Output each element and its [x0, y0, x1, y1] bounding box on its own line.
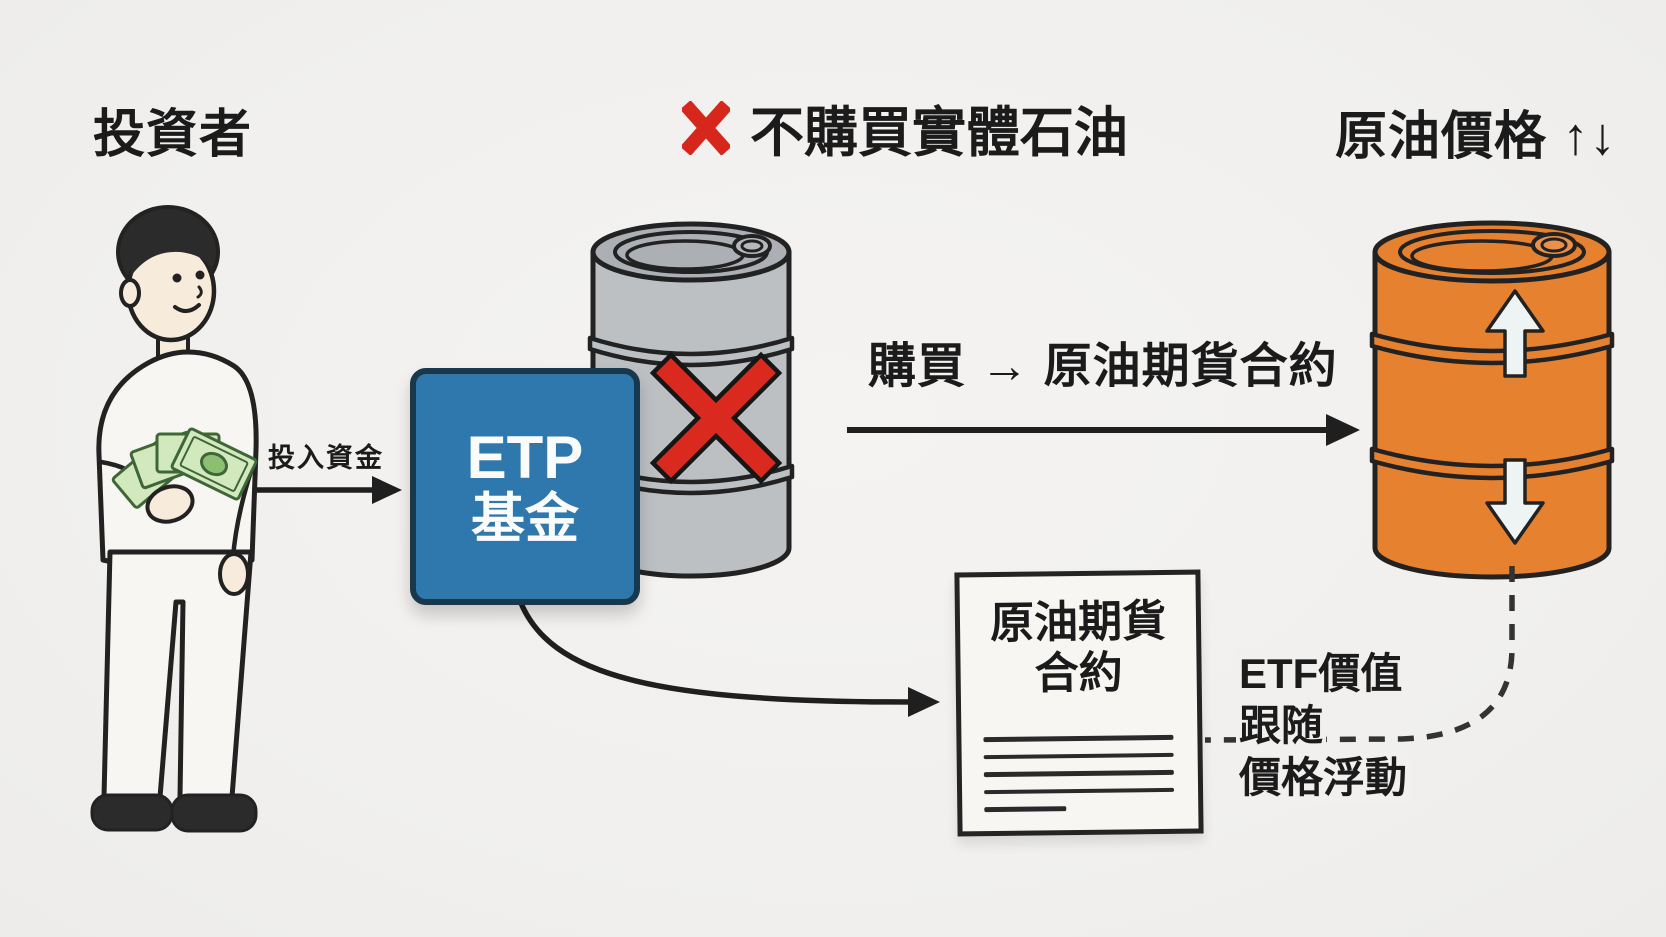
etf-note-line1: ETF價值	[1236, 648, 1406, 700]
invest-arrow	[257, 476, 402, 504]
contract-title-line2: 合約	[1034, 648, 1123, 699]
futures-contract-document: 原油期貨 合約	[954, 569, 1204, 837]
red-x-icon	[682, 100, 730, 155]
no-physical-oil-label: 不購買實體石油	[750, 103, 1128, 163]
etf-follows-price-note: ETF價值 跟随 價格浮動	[1236, 648, 1411, 804]
investor-illustration	[90, 205, 259, 833]
contract-line	[983, 769, 1174, 777]
contract-text-lines	[983, 734, 1175, 825]
etp-fund-line1: ETP	[466, 423, 584, 491]
buy-futures-label: 購買 → 原油期貨合約	[868, 340, 1338, 393]
contract-title-line1: 原油期貨	[989, 596, 1167, 649]
oil-price-label: 原油價格 ↑↓	[1335, 108, 1617, 166]
etf-note-line3: 價格浮動	[1236, 752, 1411, 804]
down-arrow-icon	[1485, 458, 1545, 545]
etp-fund-line2: 基金	[471, 488, 579, 549]
no-physical-oil-callout: 不購買實體石油	[682, 88, 1128, 167]
red-x-icon	[649, 351, 783, 485]
contract-line	[983, 752, 1174, 760]
orange-oil-barrel	[1369, 220, 1615, 580]
contract-line	[983, 734, 1174, 742]
etf-note-line2: 跟随	[1236, 700, 1327, 752]
contract-line	[984, 806, 1067, 812]
up-arrow-icon	[1485, 289, 1545, 378]
money-icon	[111, 427, 258, 509]
dashed-link-line	[1204, 566, 1515, 743]
invest-funds-label: 投入資金	[268, 443, 384, 473]
etp-fund-box: ETP 基金	[410, 368, 640, 605]
buy-arrow	[847, 414, 1360, 446]
investor-label: 投資者	[93, 106, 253, 164]
contract-line	[984, 787, 1175, 795]
curved-arrow-to-contract	[516, 597, 940, 717]
